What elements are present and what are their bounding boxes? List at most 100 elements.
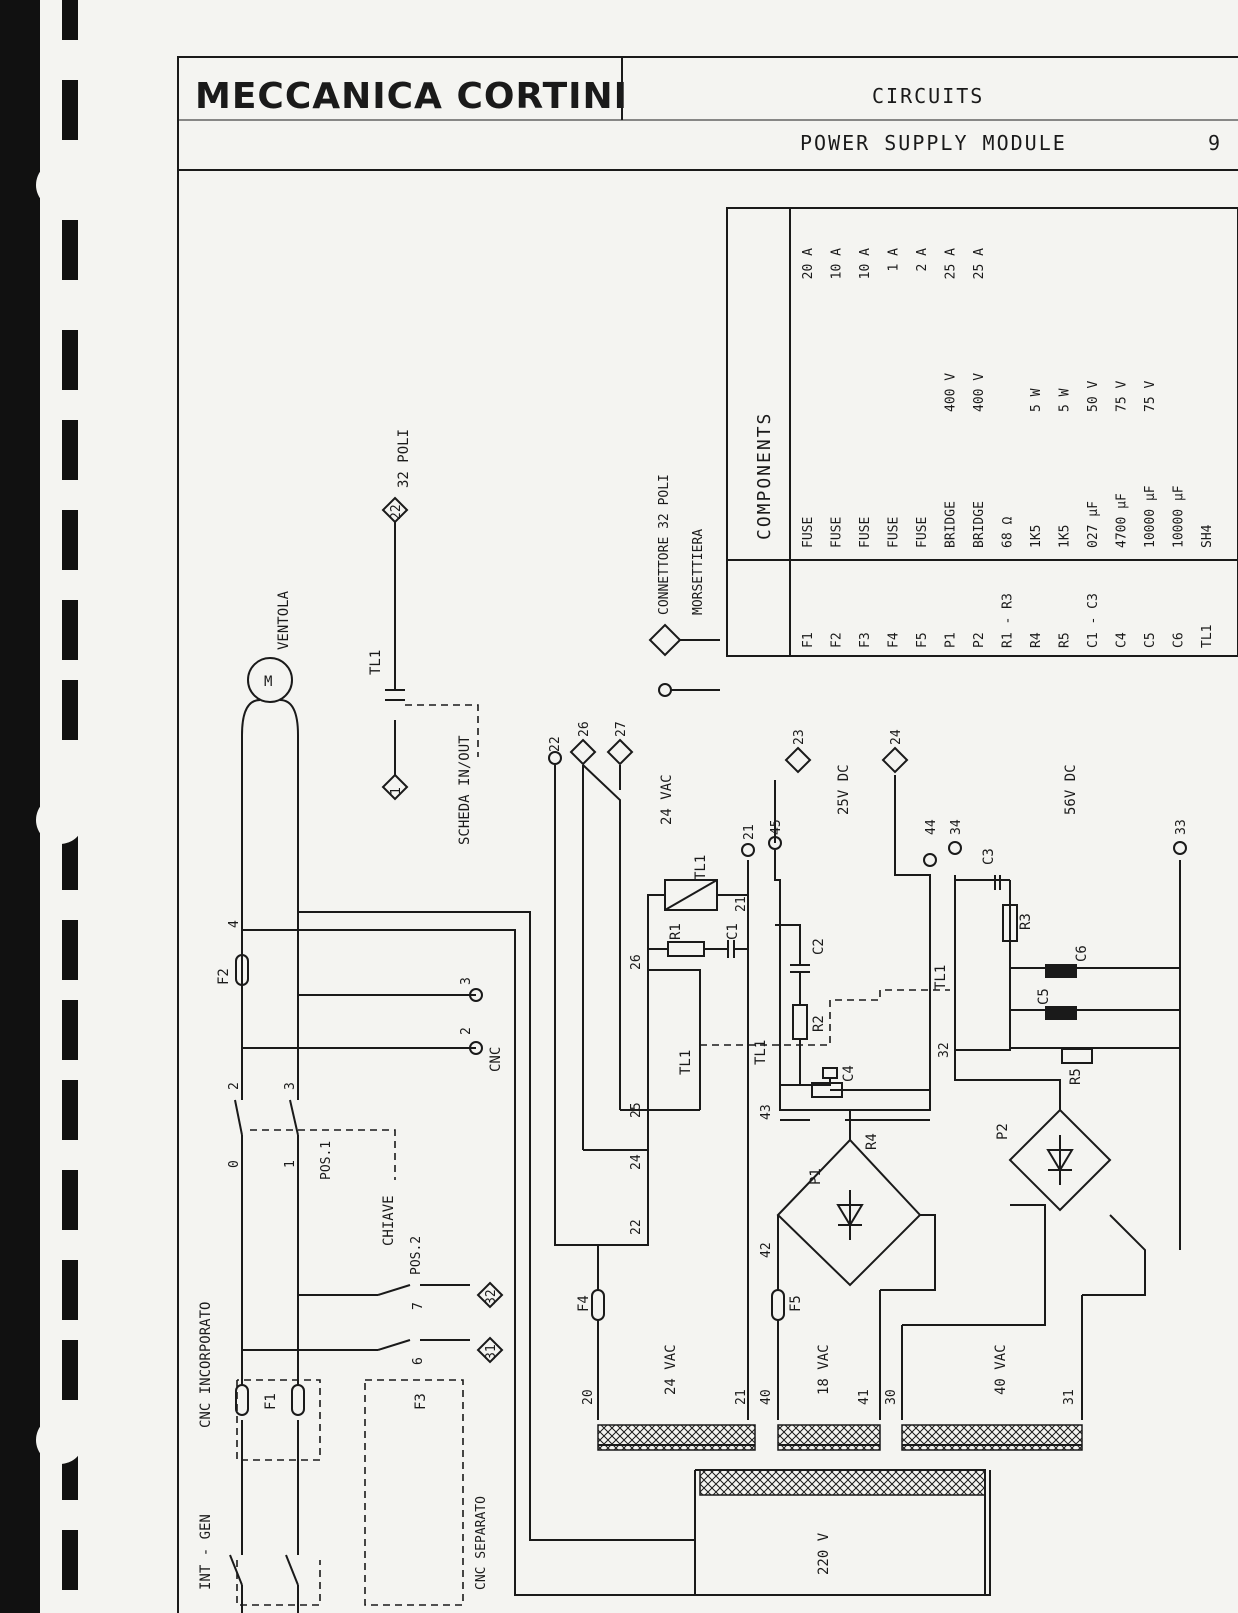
label-tl1-top: TL1: [368, 650, 384, 675]
component-rating-cell: 10 A: [830, 248, 845, 279]
switch-pos-6: 6: [411, 1357, 426, 1365]
component-type-cell: FUSE: [801, 517, 816, 548]
ref-c3: C3: [981, 848, 997, 865]
label-chiave: CHIAVE: [381, 1195, 397, 1246]
component-ref-cell: C1 - C3: [1086, 593, 1101, 648]
wire-21b: 21: [734, 896, 749, 912]
ref-r3: R3: [1018, 913, 1034, 930]
section-title: CIRCUITS: [872, 84, 984, 108]
node-24: 24: [889, 729, 904, 745]
ref-tl1-coil: TL1: [693, 855, 709, 880]
component-rating-cell: 1 A: [887, 248, 902, 272]
wind-40: 40: [759, 1389, 774, 1405]
component-ref-cell: F4: [887, 632, 902, 648]
component-type-cell: FUSE: [915, 517, 930, 548]
node-31: 31: [484, 1344, 499, 1360]
component-ref-cell: F3: [858, 632, 873, 648]
wire-32: 32: [937, 1042, 952, 1058]
component-type-cell: 68 Ω: [1001, 517, 1016, 548]
label-18vac: 18 VAC: [816, 1344, 832, 1395]
component-type-cell: 027 µF: [1086, 501, 1101, 548]
ref-c2: C2: [811, 938, 827, 955]
component-ref-cell: R5: [1058, 632, 1073, 648]
ref-f3: F3: [413, 1393, 429, 1410]
component-type-cell: 1K5: [1029, 525, 1044, 548]
component-ref-cell: F5: [915, 632, 930, 648]
wire-25: 25: [629, 1102, 644, 1118]
component-ref-cell: TL1: [1200, 625, 1215, 648]
label-scheda-in-out: SCHEDA IN/OUT: [457, 735, 473, 845]
wire-22: 22: [629, 1219, 644, 1235]
ref-f4: F4: [576, 1295, 592, 1312]
label-cnc-incorporato: CNC INCORPORATO: [198, 1302, 214, 1428]
component-value-cell: 5 W: [1058, 388, 1073, 412]
switch-pos-3: 3: [283, 1082, 298, 1090]
wind-41: 41: [857, 1389, 872, 1405]
wire-26: 26: [629, 954, 644, 970]
component-ref-cell: F1: [801, 632, 816, 648]
ref-r1: R1: [668, 923, 684, 940]
label-pos2: POS.2: [409, 1236, 424, 1275]
component-ref-cell: C4: [1115, 632, 1130, 648]
wind-31: 31: [1062, 1389, 1077, 1405]
node-23: 23: [792, 729, 807, 745]
binder-edge: [0, 0, 40, 1613]
wire-42: 42: [759, 1242, 774, 1258]
switch-pos-7: 7: [411, 1302, 426, 1310]
label-cnc-separato: CNC SEPARATO: [474, 1496, 489, 1590]
component-type-cell: 10000 µF: [1172, 485, 1187, 548]
node-1: 1: [389, 787, 404, 795]
switch-pos-0: 0: [227, 1160, 242, 1168]
component-type-cell: 10000 µF: [1143, 485, 1158, 548]
node-21: 21: [742, 824, 757, 840]
node-44: 44: [924, 819, 939, 835]
component-value-cell: 50 V: [1086, 381, 1101, 412]
component-value-cell: 400 V: [972, 373, 987, 412]
ref-p1: P1: [808, 1168, 824, 1185]
connector-symbols: [381, 496, 909, 1364]
ref-c4: C4: [841, 1065, 857, 1082]
wire-24: 24: [629, 1154, 644, 1170]
wind-30: 30: [884, 1389, 899, 1405]
label-32-poli: 32 POLI: [396, 429, 412, 488]
node-22: 22: [548, 736, 563, 752]
ref-c6: C6: [1074, 945, 1090, 962]
page-number: 9: [1208, 131, 1222, 155]
page-title: POWER SUPPLY MODULE: [800, 131, 1067, 155]
component-ref-cell: C5: [1143, 632, 1158, 648]
legend-terminal: MORSETTIERA: [691, 529, 706, 615]
switch-pos-2: 2: [227, 1082, 242, 1090]
component-rating-cell: 2 A: [915, 248, 930, 272]
component-type-cell: FUSE: [830, 517, 845, 548]
label-25v-dc: 25V DC: [836, 764, 852, 815]
component-value-cell: 75 V: [1143, 381, 1158, 412]
components-table-frame: [726, 207, 1238, 657]
component-rating-cell: 10 A: [858, 248, 873, 279]
component-rating-cell: 20 A: [801, 248, 816, 279]
ref-f1: F1: [263, 1393, 279, 1410]
legend-connector: CONNETTORE 32 POLI: [657, 474, 672, 615]
company-logo: MECCANICA CORTINI: [195, 76, 628, 117]
component-type-cell: SH4: [1200, 524, 1215, 548]
component-rating-cell: 25 A: [944, 248, 959, 279]
component-ref-cell: R1 - R3: [1001, 593, 1016, 648]
ref-r4: R4: [864, 1133, 880, 1150]
node-27: 27: [614, 721, 629, 737]
label-pos1: POS.1: [319, 1141, 334, 1180]
mechanical-links: [236, 704, 950, 1606]
wind-20: 20: [581, 1389, 596, 1405]
component-type-cell: BRIDGE: [972, 501, 987, 548]
wind-21: 21: [734, 1389, 749, 1405]
ref-tl1-contact-a: TL1: [678, 1050, 694, 1075]
component-ref-cell: F2: [830, 632, 845, 648]
node-33: 33: [1174, 819, 1189, 835]
wire-43: 43: [759, 1104, 774, 1120]
transformer-cores: [597, 1424, 1083, 1496]
terminal-3: 3: [459, 977, 474, 985]
node-26: 26: [577, 721, 592, 737]
label-24vac-secondary: 24 VAC: [663, 1344, 679, 1395]
component-ref-cell: P1: [944, 632, 959, 648]
